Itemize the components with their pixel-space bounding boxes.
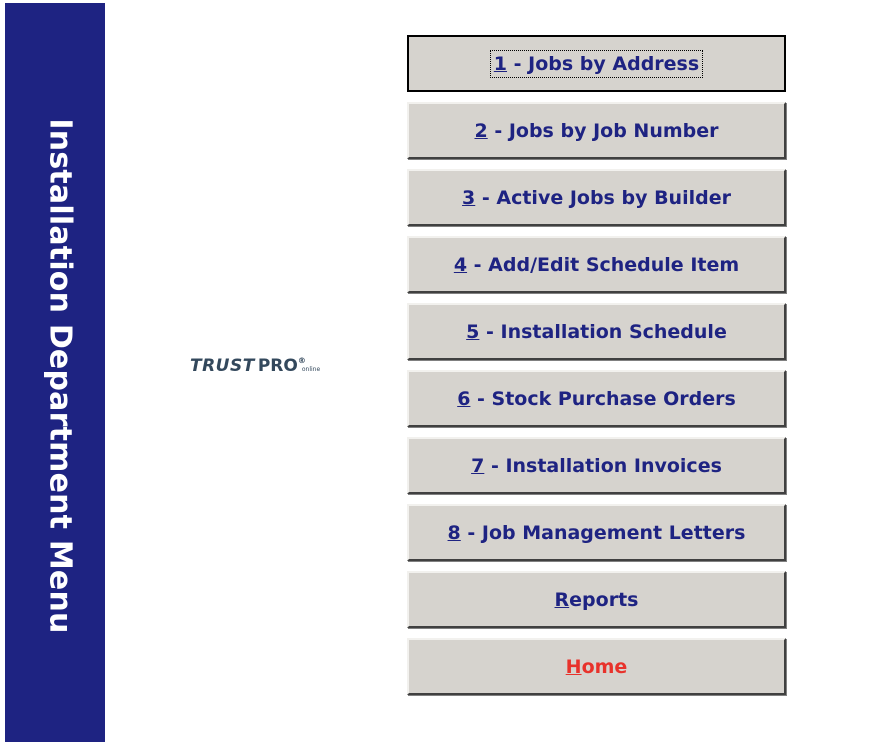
stock-purchase-orders-button[interactable]: 6 - Stock Purchase Orders bbox=[407, 370, 786, 427]
hotkey-r: R bbox=[554, 588, 570, 611]
hotkey-2: 2 bbox=[474, 119, 488, 142]
installation-schedule-button[interactable]: 5 - Installation Schedule bbox=[407, 303, 786, 360]
active-jobs-by-builder-button[interactable]: 3 - Active Jobs by Builder bbox=[407, 169, 786, 226]
installation-invoices-button[interactable]: 7 - Installation Invoices bbox=[407, 437, 786, 494]
button-label: - Job Management Letters bbox=[460, 521, 746, 544]
jobs-by-address-button[interactable]: 1 - Jobs by Address bbox=[407, 35, 786, 92]
button-label: eports bbox=[569, 588, 639, 611]
side-banner: Installation Department Menu bbox=[5, 3, 105, 742]
menu-button-list: 1 - Jobs by Address 2 - Jobs by Job Numb… bbox=[407, 35, 786, 695]
jobs-by-job-number-button[interactable]: 2 - Jobs by Job Number bbox=[407, 102, 786, 159]
hotkey-8: 8 bbox=[447, 521, 461, 544]
menu-title: Installation Department Menu bbox=[42, 118, 78, 634]
hotkey-6: 6 bbox=[457, 387, 471, 410]
button-label: - Active Jobs by Builder bbox=[475, 186, 731, 209]
button-focus-rect: 1 - Jobs by Address bbox=[489, 49, 704, 78]
hotkey-3: 3 bbox=[462, 186, 476, 209]
job-management-letters-button[interactable]: 8 - Job Management Letters bbox=[407, 504, 786, 561]
logo-trust-text: TRUST bbox=[190, 356, 255, 376]
hotkey-4: 4 bbox=[453, 253, 468, 276]
button-label: - Jobs by Job Number bbox=[487, 119, 719, 142]
button-label: ome bbox=[581, 655, 628, 678]
button-label: - Jobs by Address bbox=[507, 52, 700, 75]
button-label: - Stock Purchase Orders bbox=[470, 387, 736, 410]
add-edit-schedule-item-button[interactable]: 4 - Add/Edit Schedule Item bbox=[407, 236, 786, 293]
button-label: - Installation Schedule bbox=[479, 320, 727, 343]
hotkey-7: 7 bbox=[471, 454, 485, 477]
logo-registered-mark: ® bbox=[297, 356, 306, 365]
logo-pro-text: PRO bbox=[257, 356, 298, 376]
hotkey-5: 5 bbox=[466, 320, 480, 343]
button-label: - Installation Invoices bbox=[484, 454, 722, 477]
hotkey-1: 1 bbox=[493, 52, 508, 75]
logo-online-text: online bbox=[301, 366, 321, 373]
button-label: - Add/Edit Schedule Item bbox=[467, 253, 740, 276]
hotkey-h: H bbox=[565, 655, 582, 678]
